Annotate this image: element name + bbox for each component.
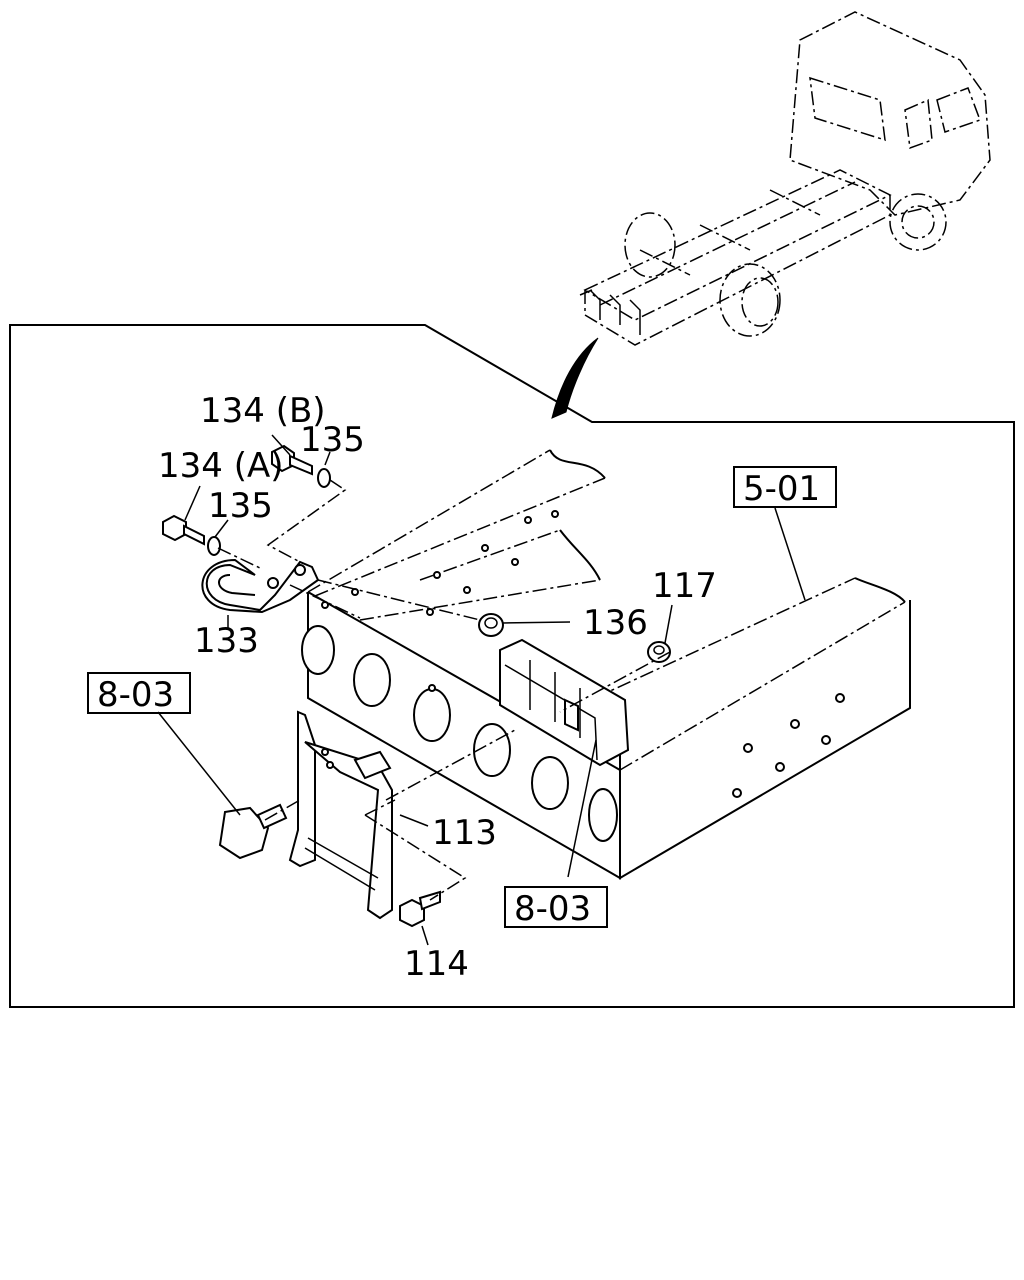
nut-117: [647, 641, 671, 663]
label-135-a: 135: [300, 420, 365, 460]
washer-135-a: [317, 468, 331, 488]
ref-label-8-03-left: 8-03: [97, 675, 174, 715]
label-135-b: 135: [208, 486, 273, 526]
ref-label-8-03-right: 8-03: [514, 889, 591, 929]
tail-lamp-assembly: [499, 638, 630, 767]
bolt-134-a: [162, 514, 205, 546]
tow-hook: [201, 558, 320, 614]
ref-box-5-01: 5-01: [733, 466, 837, 509]
label-134-b: 134 (B): [200, 391, 326, 431]
washer-135-b: [207, 536, 221, 556]
ref-box-8-03-right: 8-03: [504, 886, 608, 929]
label-114: 114: [404, 944, 469, 984]
label-117: 117: [652, 566, 717, 606]
part-labels: 134 (B) 135 134 (A) 135 133 136 117 113 …: [158, 391, 717, 984]
truck-overview: [579, 11, 991, 346]
bracket-113: [288, 710, 393, 920]
label-113: 113: [432, 813, 497, 853]
leader-lines: [157, 434, 806, 946]
nut-136: [478, 613, 504, 637]
view-arrow: [551, 337, 599, 419]
ref-label-5-01: 5-01: [743, 469, 820, 509]
label-134-a: 134 (A): [158, 446, 284, 486]
label-136: 136: [583, 603, 648, 643]
frame-rail-assembly: [301, 449, 911, 880]
label-133: 133: [194, 621, 259, 661]
ref-box-8-03-left: 8-03: [87, 672, 191, 715]
detail-frame: [9, 324, 1015, 1008]
